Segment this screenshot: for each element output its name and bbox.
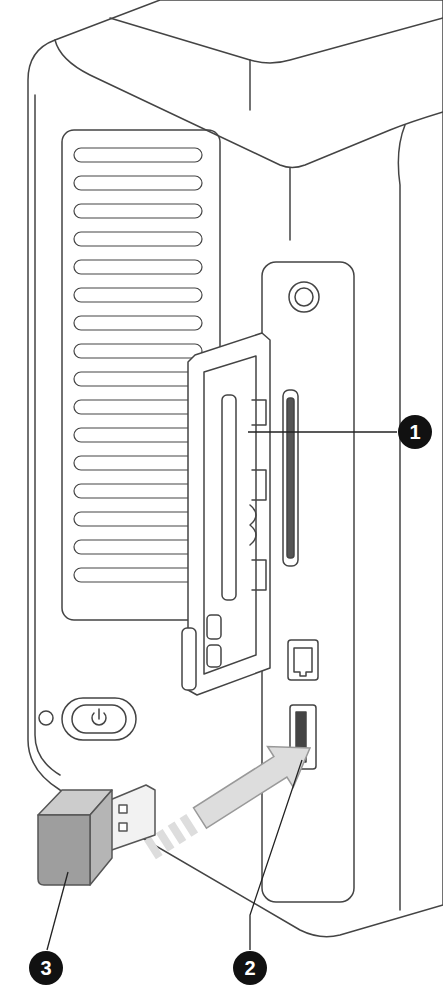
leader-line bbox=[248, 431, 397, 432]
vent-slots bbox=[74, 148, 202, 582]
power-symbol bbox=[92, 709, 106, 725]
card-slot bbox=[283, 390, 298, 566]
round-connector-inner bbox=[295, 288, 313, 306]
round-connector bbox=[289, 282, 319, 312]
dongle-front bbox=[38, 815, 90, 885]
top-lid bbox=[110, 18, 443, 63]
callout-number: 3 bbox=[30, 952, 62, 984]
open-door bbox=[188, 333, 270, 695]
camera-body bbox=[28, 0, 443, 937]
callout-number: 2 bbox=[234, 952, 266, 984]
door-inner bbox=[204, 356, 256, 674]
leader-line bbox=[250, 760, 302, 950]
card-slot-inner bbox=[287, 398, 294, 558]
indicator-led bbox=[39, 711, 53, 725]
door-latch bbox=[252, 400, 266, 590]
ethernet-port bbox=[288, 640, 318, 680]
power-button bbox=[72, 705, 126, 733]
door-tab bbox=[182, 628, 196, 690]
plug-hole bbox=[119, 805, 127, 813]
connector-recess bbox=[262, 262, 354, 902]
door-slot bbox=[222, 395, 236, 600]
dongle-side bbox=[90, 790, 112, 885]
door-detail bbox=[207, 645, 221, 667]
plug-hole bbox=[119, 823, 127, 831]
top-lid-edge bbox=[249, 60, 251, 110]
body-edge bbox=[55, 40, 443, 168]
callout-disc bbox=[398, 415, 432, 449]
power-button-frame bbox=[62, 698, 136, 740]
callout-disc bbox=[29, 951, 63, 985]
leader-line bbox=[47, 872, 68, 950]
door-detail bbox=[207, 615, 221, 639]
ethernet-port-inner bbox=[294, 648, 312, 676]
motion-dashes bbox=[150, 822, 194, 850]
body-edge bbox=[35, 95, 60, 775]
body-edge bbox=[290, 125, 405, 910]
callout-number: 1 bbox=[399, 416, 431, 448]
callout-disc bbox=[233, 951, 267, 985]
door-hinge bbox=[250, 505, 256, 545]
